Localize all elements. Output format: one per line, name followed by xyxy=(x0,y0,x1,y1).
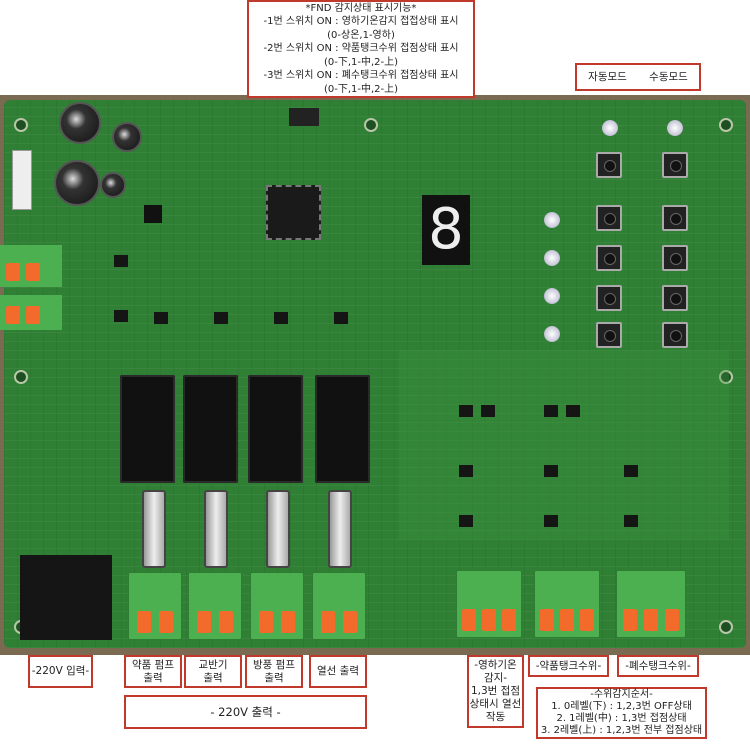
mount-hole xyxy=(719,620,733,634)
mount-hole xyxy=(719,118,733,132)
ic xyxy=(114,310,128,322)
note-title: *FND 감지상태 표시기능* xyxy=(305,2,417,14)
pcb-board: 8 xyxy=(0,100,746,648)
capacitor xyxy=(100,172,126,198)
manual-mode-label: 수동모드 xyxy=(649,70,688,83)
note-line: (0-상온,1-영하) xyxy=(327,29,395,41)
led-auto xyxy=(602,120,618,136)
fuse xyxy=(266,490,290,568)
ic xyxy=(624,465,638,477)
led-manual xyxy=(667,120,683,136)
relay xyxy=(248,375,303,483)
led xyxy=(544,212,560,228)
led xyxy=(544,326,560,342)
mount-hole xyxy=(719,370,733,384)
relay xyxy=(315,375,370,483)
ic xyxy=(544,465,558,477)
ic xyxy=(544,405,558,417)
output-terminal xyxy=(312,572,366,640)
ic xyxy=(481,405,495,417)
ic xyxy=(214,312,228,324)
ic xyxy=(544,515,558,527)
mount-hole xyxy=(14,118,28,132)
fuse xyxy=(204,490,228,568)
ic xyxy=(459,405,473,417)
note-line: -3번 스위치 ON : 폐수탱크수위 접점상태 표시 xyxy=(263,70,459,82)
ic xyxy=(459,465,473,477)
push-button[interactable] xyxy=(596,285,622,311)
capacitor xyxy=(59,102,101,144)
chem-tank-level-label: -약품탱크수위- xyxy=(528,655,609,677)
led xyxy=(544,250,560,266)
capacitor xyxy=(112,122,142,152)
led xyxy=(544,288,560,304)
push-button[interactable] xyxy=(596,245,622,271)
dip-switch xyxy=(289,108,319,126)
heater-output-label: 열선 출력 xyxy=(309,655,367,688)
sensor-section xyxy=(399,350,729,540)
push-button[interactable] xyxy=(596,152,622,178)
mcu-chip xyxy=(266,185,321,240)
fnd-status-note: *FND 감지상태 표시기능* -1번 스위치 ON : 영하기온감지 접접상태… xyxy=(247,0,475,98)
note-line: (0-下,1-中,2-上) xyxy=(323,83,399,95)
push-button[interactable] xyxy=(662,152,688,178)
regulator xyxy=(144,205,162,223)
ic xyxy=(274,312,288,324)
ic xyxy=(459,515,473,527)
fuse xyxy=(328,490,352,568)
connector-header xyxy=(12,150,32,210)
waste-tank-terminal xyxy=(616,570,686,638)
chem-tank-terminal xyxy=(534,570,600,638)
ic xyxy=(114,255,128,267)
input-220v-label: -220V 입력- xyxy=(28,655,93,688)
freeze-sensor-terminal xyxy=(456,570,522,638)
waste-tank-level-label: -폐수탱크수위- xyxy=(617,655,699,677)
push-button[interactable] xyxy=(596,205,622,231)
push-button[interactable] xyxy=(662,285,688,311)
auto-mode-label: 자동모드 xyxy=(588,70,627,83)
ic xyxy=(624,515,638,527)
ic xyxy=(154,312,168,324)
relay xyxy=(120,375,175,483)
ic xyxy=(334,312,348,324)
mount-hole xyxy=(364,118,378,132)
mount-hole xyxy=(14,370,28,384)
push-button[interactable] xyxy=(662,245,688,271)
push-button[interactable] xyxy=(596,322,622,348)
output-220v-label: - 220V 출력 - xyxy=(124,695,367,729)
level-detect-order: -수위감지순서- 1. 0레벨(下) : 1,2,3번 OFF상태 2. 1레벨… xyxy=(536,687,707,739)
capacitor xyxy=(54,160,100,206)
relay xyxy=(183,375,238,483)
sensor-terminal xyxy=(0,245,62,287)
sensor-terminal xyxy=(0,295,62,330)
mode-label: 자동모드 수동모드 xyxy=(575,63,701,91)
output-terminal xyxy=(188,572,242,640)
push-button[interactable] xyxy=(662,205,688,231)
fuse xyxy=(142,490,166,568)
note-line: (0-下,1-中,2-上) xyxy=(323,56,399,68)
push-button[interactable] xyxy=(662,322,688,348)
fnd-display: 8 xyxy=(422,195,470,265)
output-terminal xyxy=(128,572,182,640)
note-line: -1번 스위치 ON : 영하기온감지 접접상태 표시 xyxy=(263,16,459,28)
power-input-terminal xyxy=(20,555,112,640)
ic xyxy=(566,405,580,417)
output-terminal xyxy=(250,572,304,640)
note-line: -2번 스위치 ON : 약품탱크수위 접점상태 표시 xyxy=(263,43,459,55)
